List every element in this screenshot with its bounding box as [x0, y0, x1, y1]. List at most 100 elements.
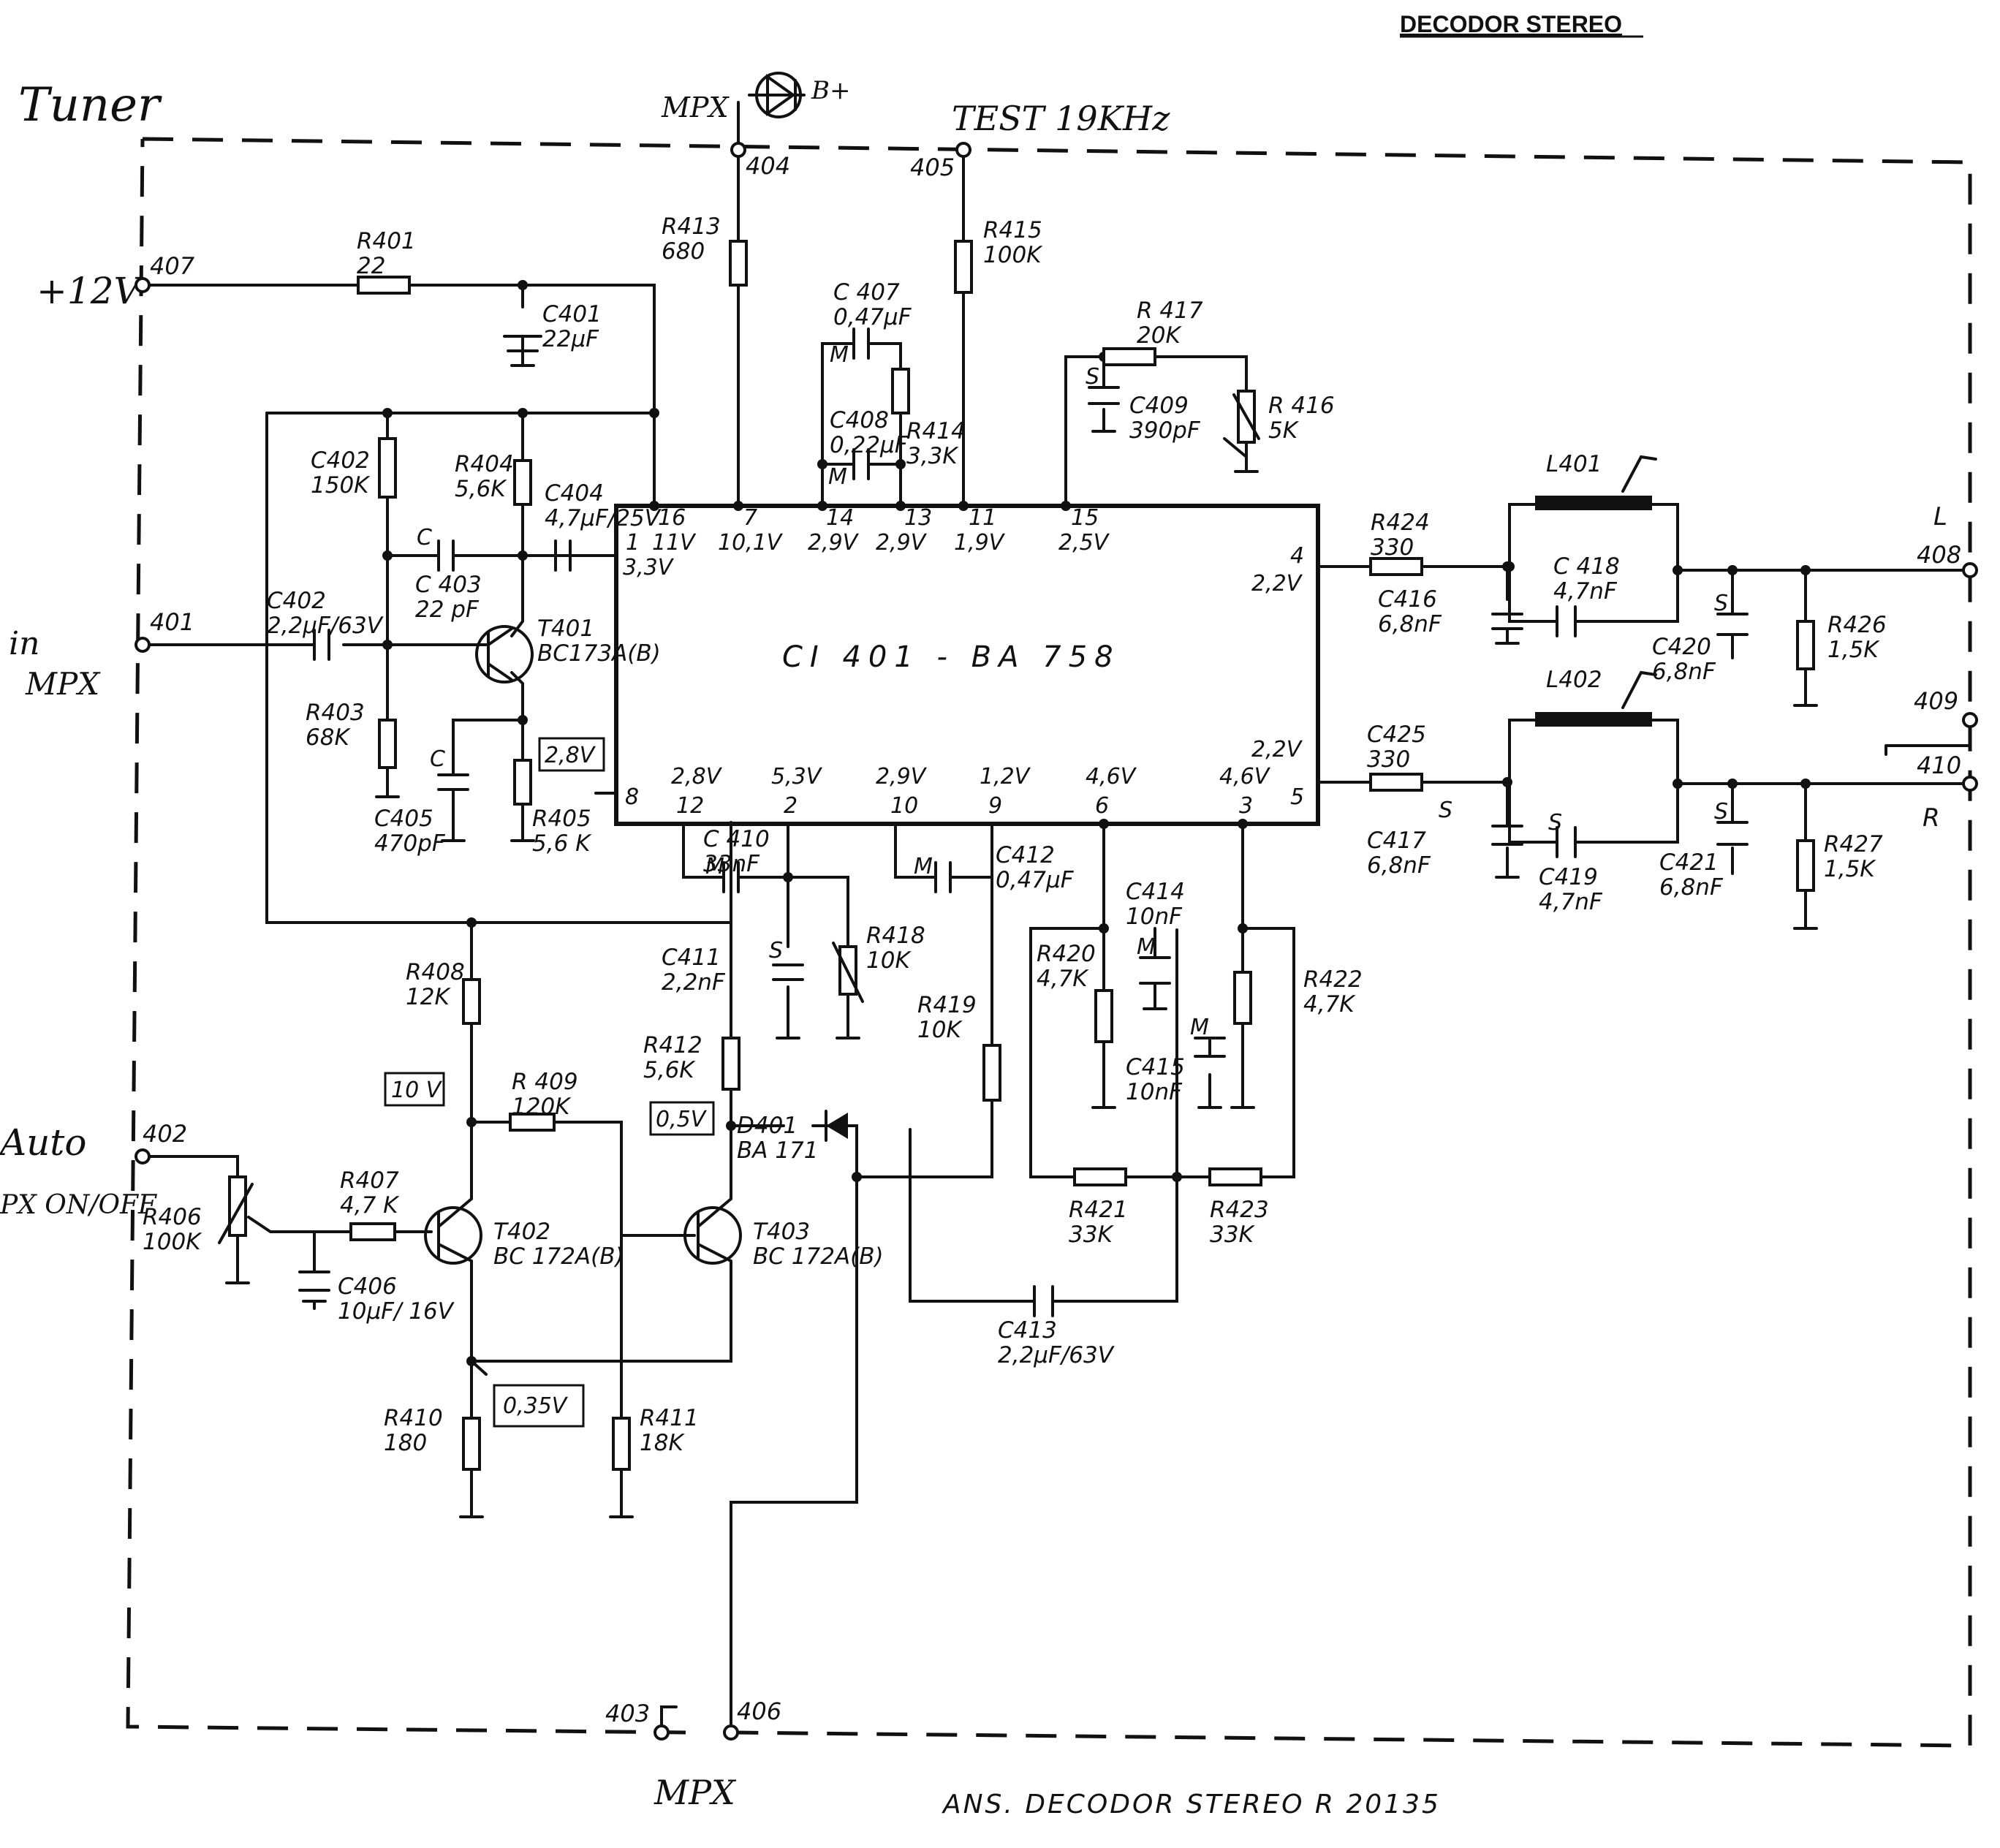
cap-c416: [1491, 613, 1523, 630]
component-value: BA 171: [737, 1137, 819, 1164]
component-ref: R 417: [1137, 298, 1203, 324]
terminal-label: 406: [737, 1697, 781, 1725]
pin-num: 14: [826, 505, 854, 531]
component-ref: C416: [1378, 586, 1437, 613]
note-in: in: [9, 625, 39, 662]
pin-num: 2: [784, 793, 798, 819]
component-ref: C402: [267, 588, 326, 614]
component-value: 10nF: [1126, 904, 1183, 930]
pin-num: 11: [969, 505, 996, 531]
component-value: 5,6K: [643, 1057, 696, 1083]
test-voltage: 0,5V: [656, 1107, 708, 1132]
component-ref: T401: [537, 616, 594, 642]
component-value: 22 pF: [415, 597, 480, 623]
component-ref: R404: [455, 451, 514, 477]
pin-volt: 2,8V: [671, 764, 723, 789]
marker-c: C: [430, 746, 445, 772]
component-value: BC 172A(B): [493, 1243, 624, 1270]
pin-volt: 4,6V: [1219, 764, 1271, 789]
terminal-label: 403: [605, 1700, 650, 1727]
component-value: 6,8nF: [1659, 874, 1724, 901]
component-value: 6,8nF: [1652, 659, 1716, 685]
terminal-label: 402: [143, 1120, 187, 1148]
terminal-label: 407: [150, 252, 195, 280]
pin-num: 5: [1290, 784, 1304, 810]
component-ref: C425: [1367, 722, 1426, 748]
component-value: 10K: [866, 947, 912, 974]
resistor-r419: [982, 1044, 1001, 1102]
test-voltage: 0,35V: [503, 1393, 569, 1419]
marker-s: S: [1714, 799, 1728, 825]
component-value: 4,7 K: [340, 1192, 400, 1219]
component-ref: C 407: [833, 279, 900, 306]
component-ref: R424: [1371, 510, 1430, 536]
junctions: [382, 280, 1811, 1366]
component-value: 100K: [143, 1229, 202, 1255]
component-ref: C 418: [1553, 553, 1620, 580]
ground-symbols: [225, 364, 1818, 1518]
pin-num: 1: [626, 530, 640, 556]
marker-s: S: [1439, 798, 1452, 823]
marker-m: M: [705, 854, 724, 879]
note-mpx-top: MPX: [661, 91, 730, 124]
component-value: 1,5K: [1824, 856, 1876, 882]
terminal-label: 410: [1917, 751, 1961, 779]
cap-c413: [1033, 1285, 1054, 1317]
pin-num: 3: [1239, 793, 1253, 819]
cap-c418: [1556, 605, 1577, 637]
component-ref: C419: [1539, 864, 1598, 890]
component-value: 68K: [306, 724, 351, 751]
component-value: 33K: [1210, 1222, 1255, 1248]
terminal-label: 409: [1914, 687, 1958, 715]
component-value: 680: [662, 238, 705, 265]
component-value: 150K: [311, 472, 371, 499]
component-ref: R422: [1303, 966, 1363, 993]
cap-c405: [437, 773, 469, 791]
component-ref: R418: [866, 923, 925, 949]
component-ref: R410: [384, 1405, 443, 1431]
component-value: 22: [357, 253, 385, 279]
component-value: 390pF: [1129, 417, 1201, 444]
component-value: 120K: [512, 1094, 572, 1120]
marker-m: M: [830, 342, 849, 368]
resistor-r412: [721, 1037, 740, 1091]
pin-volt: 2,9V: [876, 764, 928, 789]
inductor-l401: [1535, 496, 1652, 510]
pin-num: 10: [890, 793, 918, 819]
component-value: 2,2μF/63V: [267, 613, 385, 639]
resistor-r405: [513, 759, 532, 806]
component-ref: C401: [542, 301, 602, 327]
resistor-r401: [357, 276, 411, 295]
component-ref: C408: [830, 407, 889, 433]
cap-c412: [934, 861, 952, 893]
resistor-r426: [1796, 620, 1815, 670]
component-ref: T403: [753, 1219, 810, 1245]
resistor-r420: [1094, 989, 1113, 1043]
cap-c406: [298, 1270, 330, 1292]
component-value: 4,7μF/25V: [545, 505, 662, 531]
component-ref: C 410: [703, 826, 770, 852]
component-ref: R423: [1210, 1197, 1269, 1223]
marker-m: M: [1137, 934, 1156, 960]
component-ref: R407: [340, 1167, 399, 1194]
resistor-r410: [462, 1417, 481, 1471]
component-value: 6,8nF: [1378, 611, 1442, 637]
component-value: 2,2μF/63V: [998, 1342, 1115, 1368]
cap-c415: [1194, 1037, 1226, 1058]
pin-volt: 2,9V: [876, 530, 928, 556]
resistor-r408: [462, 978, 481, 1025]
component-value: 20K: [1137, 322, 1182, 349]
component-ref: R 416: [1268, 393, 1335, 419]
resistor-r406: [228, 1175, 247, 1237]
component-ref: R405: [532, 806, 591, 832]
pin-volt: 10,1V: [718, 530, 784, 556]
cap-c401: [503, 335, 542, 352]
resistor-r411: [612, 1417, 631, 1471]
resistor-r417: [1102, 347, 1156, 366]
component-value: 330: [1371, 534, 1414, 561]
component-value: BC 172A(B): [753, 1243, 884, 1270]
component-value: 10μF/ 16V: [338, 1298, 455, 1325]
component-ref: R411: [640, 1405, 699, 1431]
